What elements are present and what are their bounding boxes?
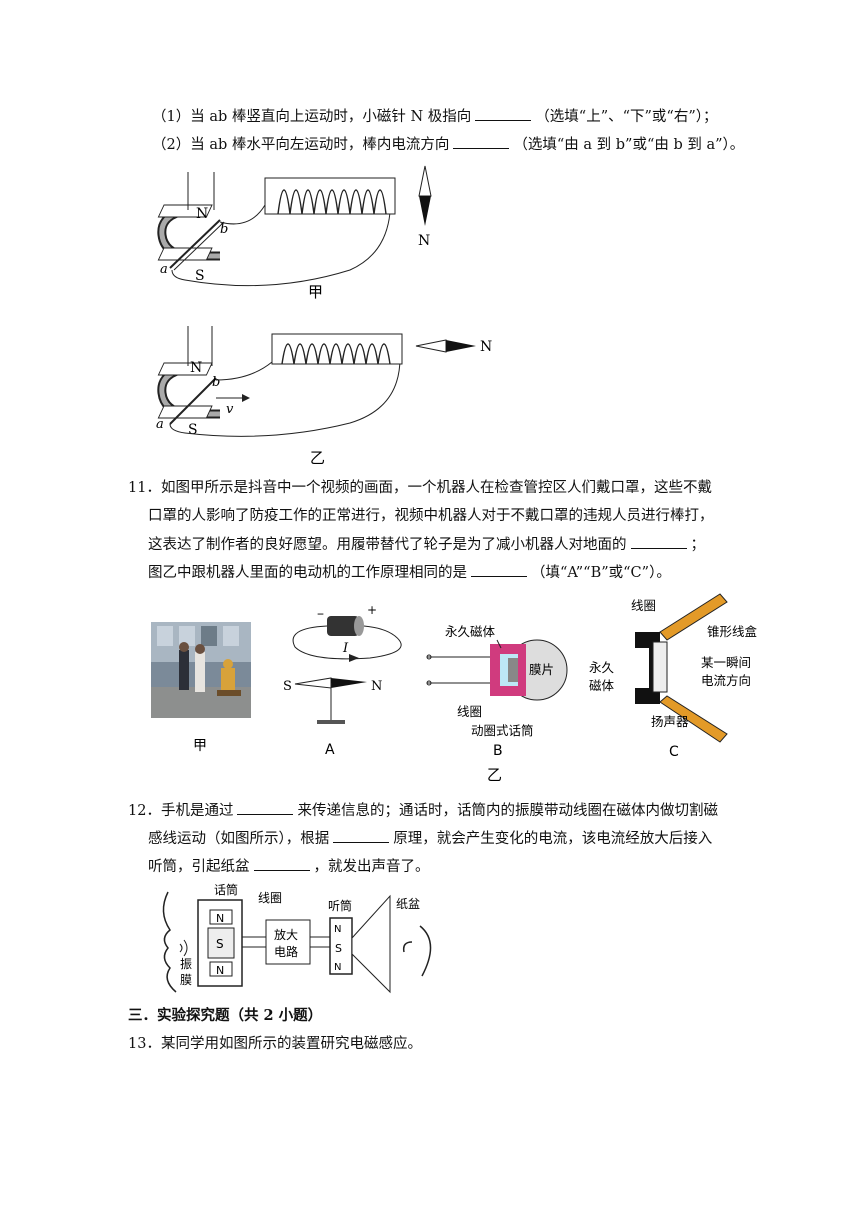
label-current-1: 某一瞬间 xyxy=(701,655,751,670)
figure-q12: 话筒 线圈 N S N 振 膜 放大 电路 N S N 听筒 纸盆 xyxy=(162,882,432,994)
answer-blank[interactable] xyxy=(630,534,687,549)
mic-n-top: N xyxy=(216,912,224,925)
answer-blank[interactable] xyxy=(237,800,294,815)
answer-blank[interactable] xyxy=(333,828,390,843)
caption-a: A xyxy=(325,742,335,758)
rod-end-b: b xyxy=(220,222,228,237)
magnet-n-label: N xyxy=(196,206,208,222)
label-magnet-1: 永久 xyxy=(589,660,615,675)
q12-line3: 听筒，引起纸盆，就发出声音了。 xyxy=(148,856,430,877)
label-mic: 话筒 xyxy=(214,882,238,897)
q12-line1: 12．手机是通过来传递信息的；通话时，话筒内的振膜带动线圈在磁体内做切割磁 xyxy=(128,800,718,821)
label-current-2: 电流方向 xyxy=(701,673,751,688)
answer-blank[interactable] xyxy=(253,856,310,871)
rod-end-b: b xyxy=(212,375,220,390)
magnet-s-label: S xyxy=(195,268,205,284)
rec-n-top: N xyxy=(334,924,341,935)
q11-line3: 这表达了制作者的良好愿望。用履带替代了轮子是为了减小机器人对地面的； xyxy=(148,534,705,555)
label-speaker: 扬声器 xyxy=(651,714,689,729)
figure-caption-jia: 甲 xyxy=(308,283,323,301)
label-amp-2: 电路 xyxy=(274,944,298,959)
label-magnet-2: 磁体 xyxy=(589,678,615,693)
label-amp-1: 放大 xyxy=(274,927,298,942)
figure-yi: N S a b v N 乙 xyxy=(156,326,492,466)
label-diaphragm-1: 振 xyxy=(180,957,192,971)
rod-end-a: a xyxy=(156,417,164,432)
label-mic: 动圈式话筒 xyxy=(471,723,534,738)
rod-end-a: a xyxy=(160,262,168,277)
needle-n-label: N xyxy=(418,233,430,249)
rec-n-bottom: N xyxy=(334,962,341,973)
diagram-c: 线圈 锥形线盒 永久 磁体 某一瞬间 电流方向 扬声器 C xyxy=(589,593,758,760)
label-coil: 线圈 xyxy=(631,598,656,613)
caption-yi: 乙 xyxy=(487,766,502,782)
battery-plus: + xyxy=(367,603,377,617)
answer-blank[interactable] xyxy=(453,134,510,149)
label-cone: 锥形线盒 xyxy=(707,624,758,639)
label-diaphragm-2: 膜 xyxy=(180,973,192,987)
caption-b: B xyxy=(493,743,503,759)
answer-blank[interactable] xyxy=(475,106,532,121)
rec-s: S xyxy=(335,942,342,955)
diagram-b: 永久磁体 膜片 线圈 动圈式话筒 B xyxy=(426,624,568,759)
label-magnet: 永久磁体 xyxy=(445,624,496,639)
q13-text: 13．某同学用如图所示的装置研究电磁感应。 xyxy=(128,1036,422,1052)
battery-minus: – xyxy=(317,606,324,622)
velocity-label: v xyxy=(226,402,234,417)
compass-n: N xyxy=(371,679,382,694)
label-receiver: 听筒 xyxy=(328,898,352,913)
caption-jia: 甲 xyxy=(193,738,207,754)
answer-blank[interactable] xyxy=(471,562,527,577)
label-coil: 线圈 xyxy=(258,891,282,905)
label-coil: 线圈 xyxy=(457,704,482,719)
q10-sub2: （2）当 ab 棒水平向左运动时，棒内电流方向（选填“由 a 到 b”或“由 b… xyxy=(152,134,744,155)
section-heading: 三．实验探究题（共 2 小题） xyxy=(128,1007,323,1024)
mic-s: S xyxy=(216,937,224,951)
label-cone: 纸盆 xyxy=(396,897,420,911)
robot-photo xyxy=(151,622,251,718)
needle-n-label: N xyxy=(480,339,492,355)
q11-line2: 口罩的人影响了防疫工作的正常进行，视频中机器人对于不戴口罩的违规人员进行棒打， xyxy=(148,508,714,524)
mic-n-bottom: N xyxy=(216,964,224,977)
figure-jia: N S a b N 甲 xyxy=(157,165,432,301)
q11-line1: 11．如图甲所示是抖音中一个视频的画面，一个机器人在检查管控区人们戴口罩，这些不… xyxy=(128,480,712,496)
q10-sub1: （1）当 ab 棒竖直向上运动时，小磁针 N 极指向（选填“上”、“下”或“右”… xyxy=(152,106,718,127)
current-label: I xyxy=(342,641,349,656)
figure-q11: 甲 – + I S N A 永久磁体 膜片 线圈 动圈式话筒 B xyxy=(151,593,758,782)
q11-line4: 图乙中跟机器人里面的电动机的工作原理相同的是（填“A”“B”或“C”）。 xyxy=(148,562,671,583)
magnet-n-label: N xyxy=(190,360,202,376)
diagram-a: – + I S N A xyxy=(283,603,402,758)
label-film: 膜片 xyxy=(529,662,554,677)
caption-c: C xyxy=(669,744,679,760)
figure-caption-yi: 乙 xyxy=(310,449,325,466)
magnet-s-label: S xyxy=(188,422,198,438)
q12-line2: 感线运动（如图所示），根据原理，就会产生变化的电流，该电流经放大后接入 xyxy=(148,828,712,849)
compass-s: S xyxy=(283,679,292,694)
